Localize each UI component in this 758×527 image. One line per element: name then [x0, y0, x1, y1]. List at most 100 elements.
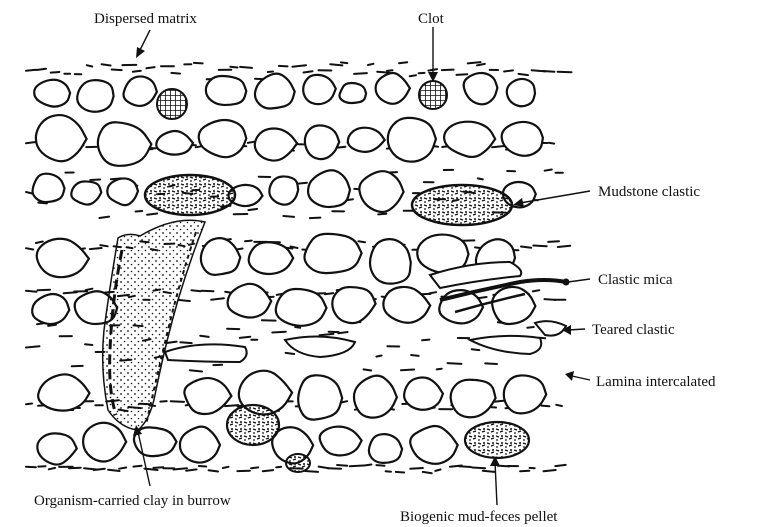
matrix-dash — [472, 468, 485, 469]
mudstone-clastic-2 — [412, 185, 512, 225]
matrix-dash — [99, 217, 109, 218]
matrix-dash — [410, 75, 416, 76]
matrix-dash — [194, 63, 203, 64]
matrix-dash — [248, 209, 257, 210]
matrix-dash — [133, 71, 141, 72]
matrix-dash — [94, 469, 105, 470]
matrix-dash — [49, 468, 55, 469]
matrix-dash — [478, 178, 483, 179]
sand-grain — [124, 76, 157, 106]
matrix-dash — [521, 247, 531, 248]
matrix-dash — [468, 62, 481, 63]
sand-grain — [298, 375, 342, 419]
matrix-dash — [146, 67, 154, 68]
matrix-dash — [26, 142, 36, 143]
matrix-dash — [26, 404, 32, 405]
matrix-dash — [310, 218, 321, 219]
matrix-dash — [174, 468, 187, 469]
matrix-dash — [483, 471, 495, 472]
matrix-dash — [376, 356, 381, 357]
matrix-dash — [279, 66, 288, 67]
matrix-dash — [337, 465, 347, 466]
matrix-dash — [549, 143, 554, 144]
matrix-dash — [202, 291, 214, 292]
matrix-dash — [555, 465, 565, 466]
matrix-dash — [283, 216, 294, 217]
matrix-dash — [108, 470, 120, 471]
matrix-dash — [325, 293, 333, 294]
label-lamina-intercalated: Lamina intercalated — [596, 374, 716, 390]
matrix-dash — [26, 192, 32, 193]
matrix-dash — [136, 211, 143, 212]
matrix-dash — [268, 72, 273, 73]
matrix-dash — [102, 64, 111, 65]
matrix-dash — [26, 346, 40, 347]
pellet-1 — [227, 405, 279, 445]
matrix-dash — [295, 327, 300, 328]
label-clastic-mica: Clastic mica — [598, 272, 673, 288]
matrix-dash — [171, 401, 184, 402]
matrix-dash — [171, 73, 180, 74]
matrix-dash — [545, 170, 552, 171]
matrix-dash — [401, 370, 414, 371]
matrix-dash — [209, 470, 218, 471]
matrix-dash — [328, 468, 341, 469]
matrix-dash — [354, 73, 367, 74]
sand-grain — [269, 176, 298, 204]
leader-dispersed-matrix — [140, 30, 150, 50]
matrix-dash — [190, 370, 202, 371]
sand-grain — [304, 234, 361, 273]
matrix-dash — [180, 342, 191, 343]
matrix-dash — [251, 467, 258, 468]
matrix-dash — [533, 290, 540, 291]
matrix-dash — [230, 67, 237, 68]
matrix-dash — [399, 62, 407, 63]
matrix-dash — [26, 467, 36, 468]
matrix-dash — [51, 72, 60, 73]
label-organism-clay: Organism-carried clay in burrow — [34, 493, 231, 509]
matrix-dash — [437, 369, 442, 370]
matrix-dash — [240, 67, 252, 68]
matrix-dash — [200, 336, 209, 337]
matrix-dash — [26, 70, 36, 71]
matrix-dash — [38, 290, 51, 291]
matrix-dash — [457, 74, 468, 75]
sand-grain — [206, 76, 246, 105]
matrix-dash — [119, 468, 126, 469]
matrix-dash — [387, 70, 393, 71]
matrix-dash — [364, 465, 371, 466]
matrix-dash — [199, 466, 206, 467]
pellet-2 — [465, 422, 529, 458]
matrix-dash — [320, 334, 334, 335]
matrix-dash — [90, 180, 100, 181]
matrix-dash — [556, 405, 562, 406]
matrix-dash — [448, 363, 462, 364]
matrix-dash — [112, 70, 122, 71]
matrix-dash — [160, 401, 166, 402]
matrix-dash — [368, 64, 373, 65]
matrix-dash — [544, 470, 556, 471]
matrix-dash — [330, 64, 342, 65]
matrix-dash — [154, 467, 164, 468]
sand-grain — [34, 80, 70, 107]
matrix-dash — [245, 241, 252, 242]
matrix-dash — [411, 355, 419, 356]
matrix-dash — [26, 248, 33, 249]
matrix-dash — [519, 74, 529, 75]
matrix-dash — [186, 469, 196, 470]
matrix-dash — [85, 344, 92, 345]
matrix-dash — [338, 332, 347, 333]
pellet-3 — [286, 454, 310, 472]
matrix-dash — [478, 297, 486, 298]
matrix-dash — [26, 291, 37, 292]
matrix-dash — [422, 340, 429, 341]
sand-grain — [303, 75, 336, 104]
label-dispersed-matrix: Dispersed matrix — [94, 11, 197, 27]
leader-lamina-intercalated — [572, 376, 590, 380]
matrix-dash — [90, 248, 102, 249]
matrix-dash — [435, 470, 440, 471]
matrix-dash — [423, 472, 432, 473]
matrix-dash — [292, 65, 306, 67]
sand-grain — [77, 80, 113, 112]
